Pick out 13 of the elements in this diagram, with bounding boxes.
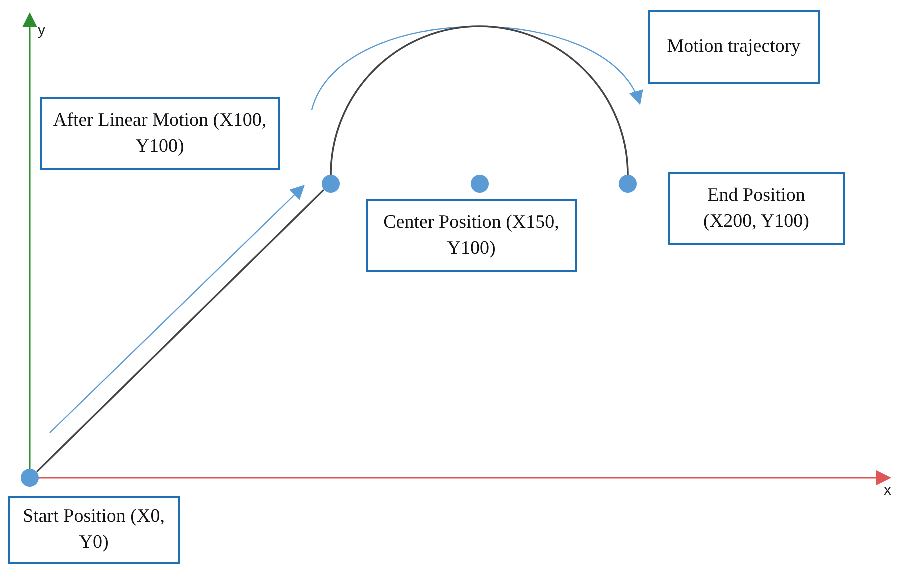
axis-label: x — [884, 482, 892, 499]
point-marker — [619, 175, 637, 193]
label-box: Center Position (X150, Y100) — [366, 199, 577, 272]
point-marker — [471, 175, 489, 193]
trajectory-line — [330, 26, 629, 176]
label-box: End Position (X200, Y100) — [668, 172, 845, 245]
label-box: Motion trajectory — [648, 10, 820, 84]
label-box: Start Position (X0, Y0) — [8, 496, 180, 564]
trajectory-line — [36, 189, 325, 473]
axis-label: y — [38, 22, 46, 39]
label-box: After Linear Motion (X100, Y100) — [40, 97, 280, 170]
point-marker — [322, 175, 340, 193]
point-marker — [21, 469, 39, 487]
